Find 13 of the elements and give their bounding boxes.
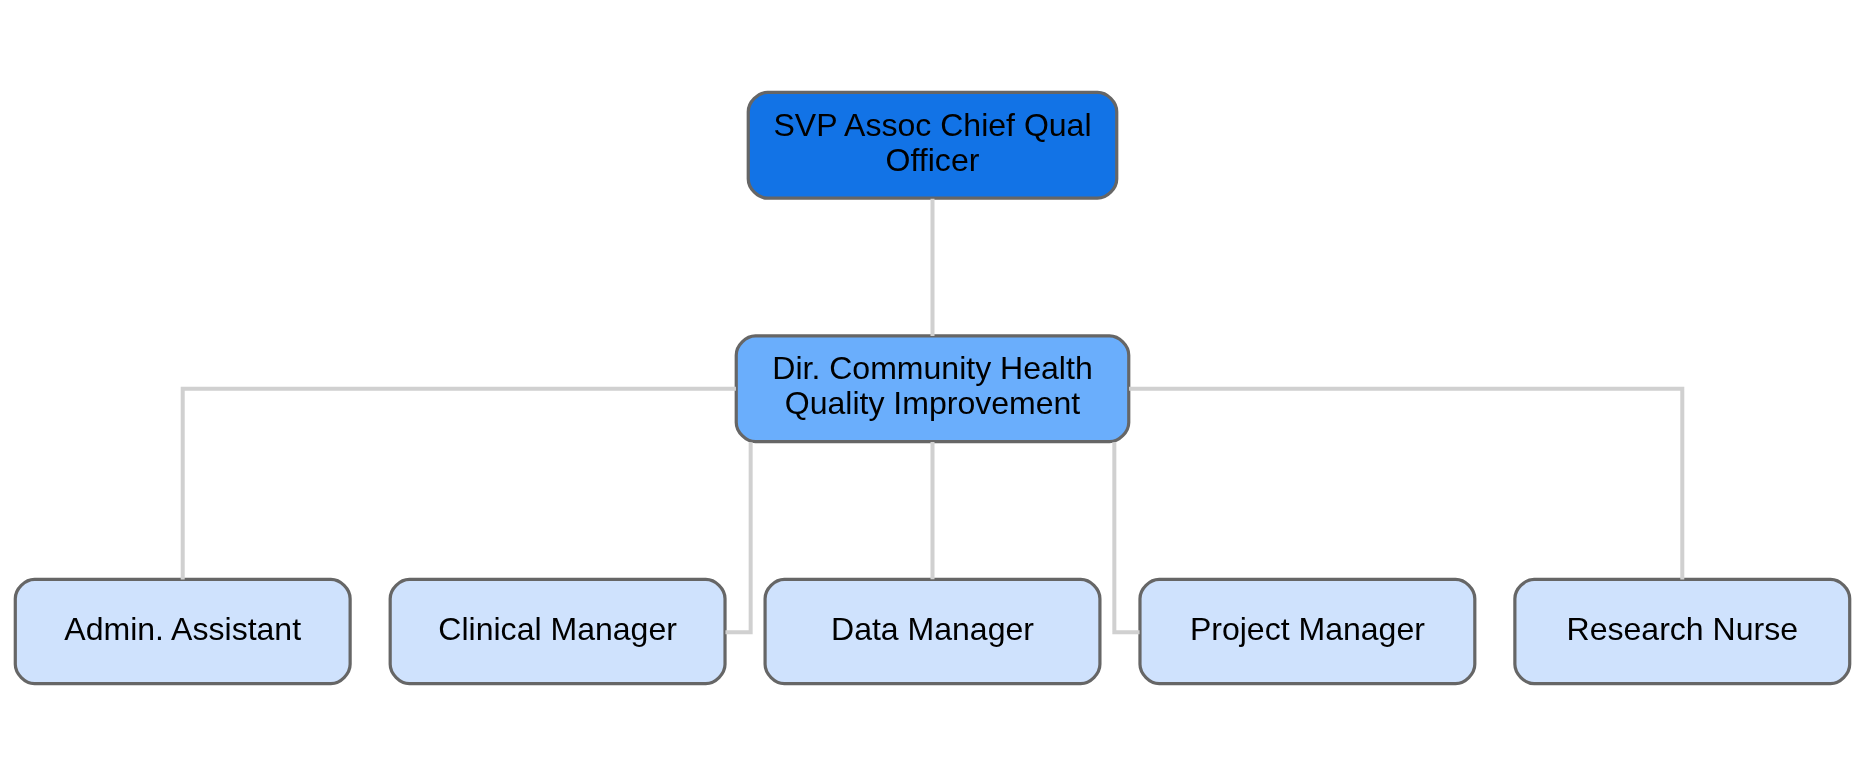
connector [1112, 442, 1140, 635]
node-box: Project Manager [1138, 577, 1477, 686]
node-box: Data Manager [763, 577, 1102, 686]
node-box: Admin. Assistant [13, 577, 352, 686]
node-box: Clinical Manager [388, 577, 727, 686]
connector [725, 442, 753, 635]
node-box: Dir. Community Health Quality Improvement [734, 334, 1131, 444]
connector [930, 442, 935, 580]
connector [180, 386, 736, 580]
node-box: SVP Assoc Chief Qual Officer [746, 90, 1119, 200]
connector [930, 198, 935, 336]
node-box: Research Nurse [1513, 577, 1852, 686]
connector [1129, 386, 1685, 580]
